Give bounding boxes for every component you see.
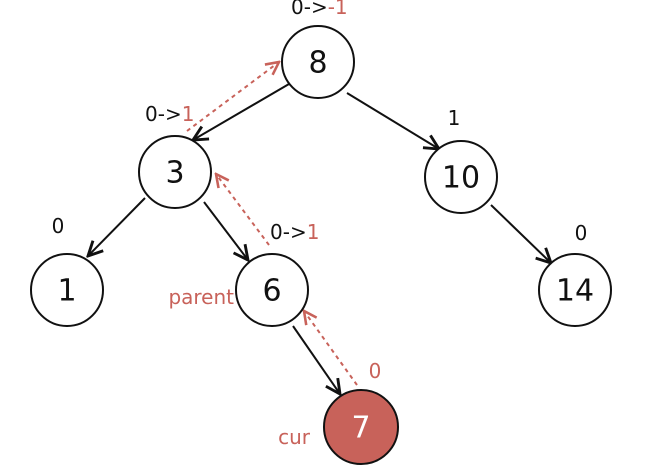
balance-factor-1: 0 — [52, 214, 65, 238]
parent-pointer-label: parent — [168, 285, 234, 309]
edge-3-6 — [203, 201, 248, 260]
balance-factor-8: 0->-1 — [291, 0, 348, 19]
node-value: 8 — [308, 46, 327, 81]
tree-node-8: 8 — [281, 25, 355, 99]
edge-8-10 — [346, 92, 439, 149]
edge-3-1 — [88, 197, 146, 256]
balance-factor-6: 0->1 — [270, 220, 319, 244]
balance-factor-3: 0->1 — [145, 102, 194, 126]
update-path-3-8 — [186, 62, 279, 132]
node-value: 1 — [57, 274, 76, 309]
update-path-6-3 — [216, 174, 270, 246]
balance-factor-7: 0 — [369, 359, 382, 383]
edge-10-14 — [490, 204, 551, 263]
edge-8-3 — [193, 83, 290, 140]
balance-factor-14: 0 — [575, 221, 588, 245]
tree-node-3: 3 — [138, 135, 212, 209]
node-value: 14 — [556, 274, 594, 309]
cur-pointer-label: cur — [278, 425, 311, 449]
edge-6-7 — [292, 325, 340, 394]
tree-node-14: 14 — [538, 253, 612, 327]
node-value: 7 — [351, 411, 370, 446]
tree-node-1: 1 — [30, 253, 104, 327]
node-value: 3 — [165, 156, 184, 191]
node-value: 10 — [442, 161, 480, 196]
tree-node-10: 10 — [424, 140, 498, 214]
node-value: 6 — [262, 274, 281, 309]
balance-factor-10: 1 — [448, 106, 461, 130]
update-path-7-6 — [304, 311, 358, 386]
tree-node-6: 6 — [235, 253, 309, 327]
tree-node-7-inserted: 7 — [323, 389, 399, 465]
